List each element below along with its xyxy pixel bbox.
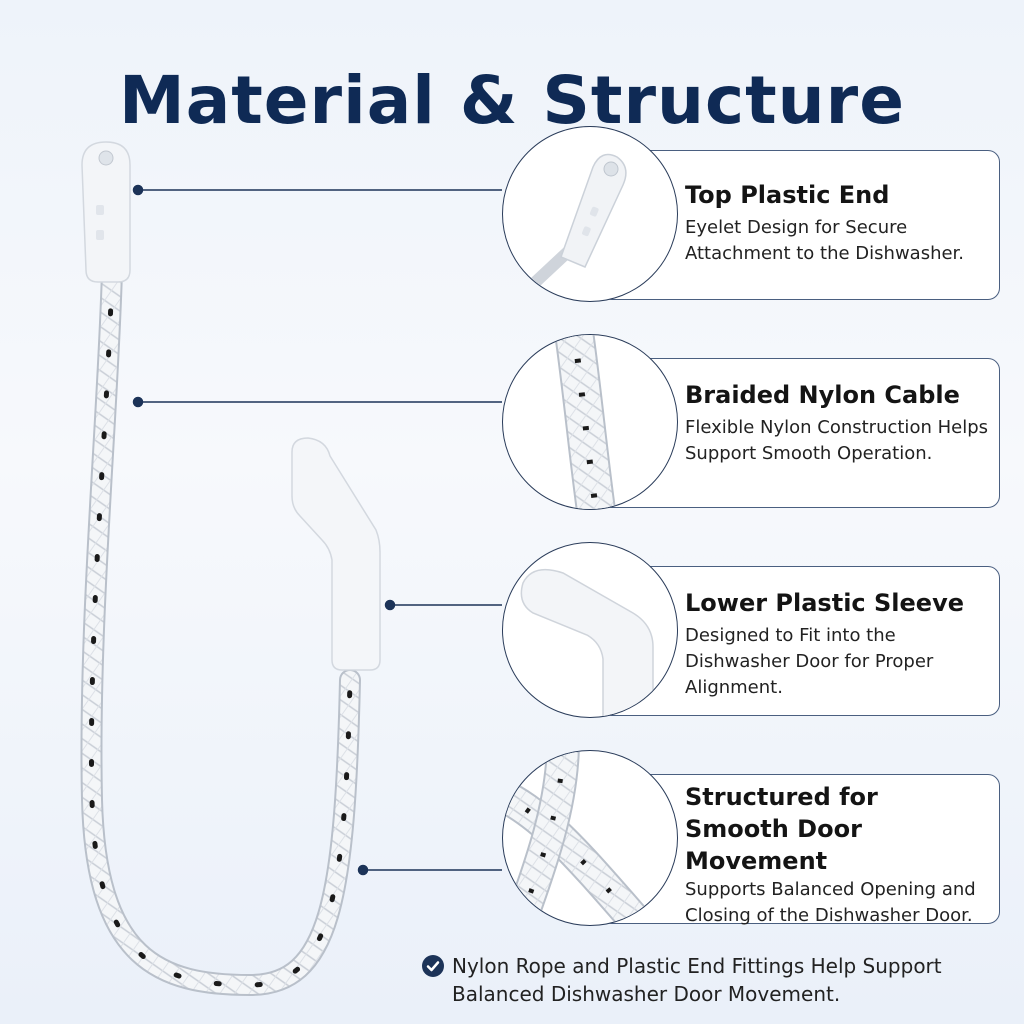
page-title: Material & Structure [119, 62, 905, 140]
nylon-rope [80, 259, 361, 997]
feature-description: Eyelet Design for Secure Attachment to t… [685, 217, 965, 264]
feature-title: Top Plastic End [685, 181, 890, 209]
feature-description: Flexible Nylon Construction Helps Suppor… [685, 417, 988, 464]
pointer-lines [132, 184, 502, 876]
feature-title: Structured for Smooth Door Movement [685, 783, 878, 875]
feature-title: Braided Nylon Cable [685, 381, 960, 409]
pointer-dot [384, 599, 396, 611]
top-plastic-end [81, 141, 131, 283]
feature-image-nylon-cable [502, 334, 678, 510]
pointer-dot [357, 864, 369, 876]
lower-plastic-sleeve [291, 437, 381, 671]
pointer-dot [132, 396, 144, 408]
feature-image-smooth-movement [502, 750, 678, 926]
footer-text: Nylon Rope and Plastic End Fittings Help… [452, 954, 942, 1006]
feature-description: Designed to Fit into the Dishwasher Door… [685, 625, 934, 698]
pointer-dot [132, 184, 144, 196]
feature-description: Supports Balanced Opening and Closing of… [685, 879, 976, 926]
feature-title: Lower Plastic Sleeve [685, 589, 964, 617]
check-circle-icon [422, 955, 444, 977]
feature-image-lower-sleeve [502, 542, 678, 718]
feature-image-top-end [502, 126, 678, 302]
